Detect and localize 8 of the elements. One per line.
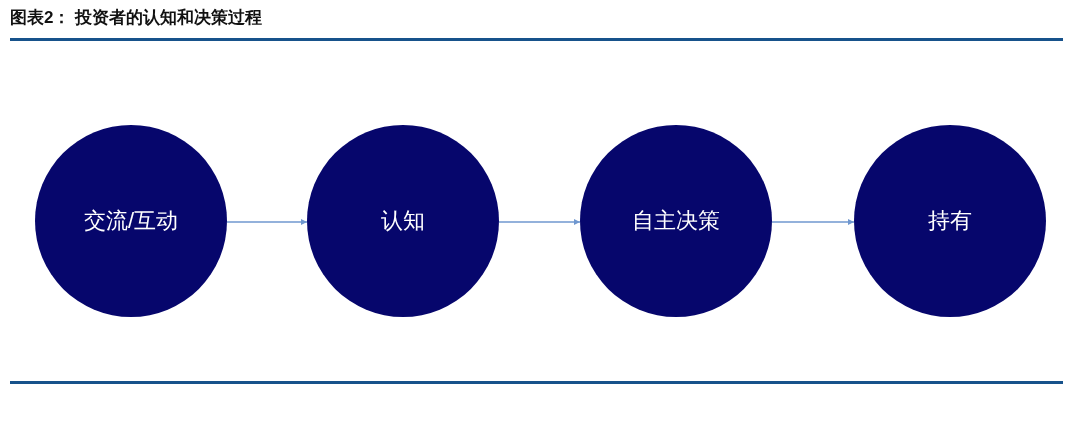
title: 图表2： 投资者的认知和决策过程 <box>10 7 263 29</box>
circle-node: 持有 <box>854 125 1046 317</box>
arrow <box>226 219 308 225</box>
circle-node: 自主决策 <box>580 125 772 317</box>
arrow <box>771 219 855 225</box>
arrow <box>498 219 581 225</box>
circle-node: 认知 <box>307 125 499 317</box>
circle-node: 交流/互动 <box>35 125 227 317</box>
